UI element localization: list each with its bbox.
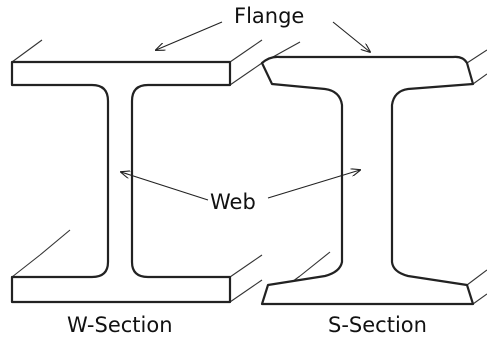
s-section-label: S-Section bbox=[328, 313, 427, 337]
flange-pointer-right bbox=[332, 21, 370, 52]
flange-label: Flange bbox=[234, 4, 305, 28]
web-pointer-right bbox=[267, 170, 360, 199]
w-section-profile bbox=[10, 60, 232, 304]
web-pointer-left bbox=[121, 172, 209, 201]
w-section-label: W-Section bbox=[67, 313, 173, 337]
web-label: Web bbox=[210, 190, 256, 214]
flange-pointer-left bbox=[156, 21, 223, 50]
s-section-profile bbox=[260, 55, 475, 306]
w-section-depth-edges bbox=[11, 39, 263, 303]
